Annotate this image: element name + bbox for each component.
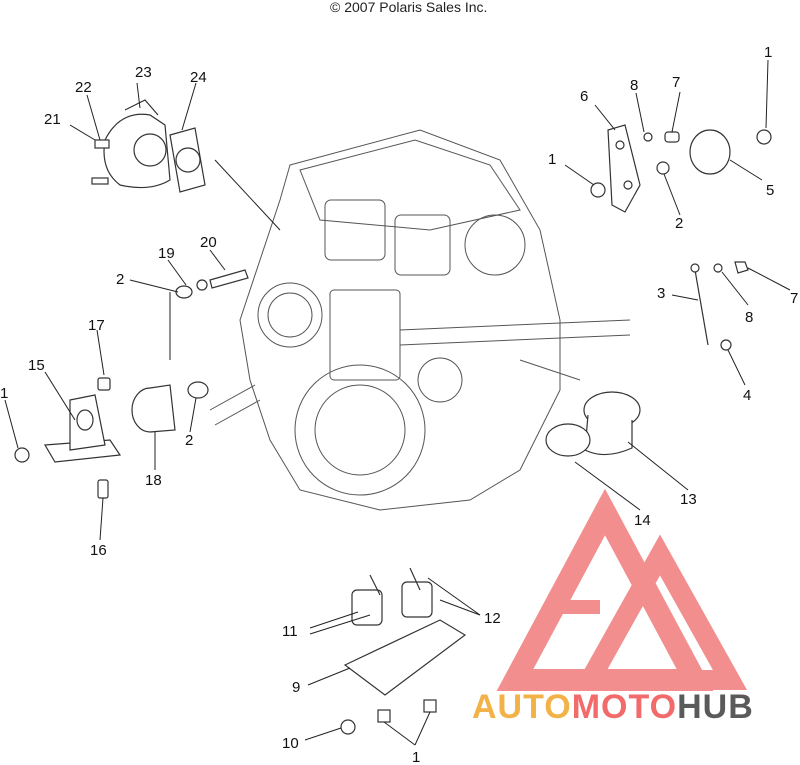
callout-10: 10 xyxy=(282,735,299,752)
callout-11: 11 xyxy=(282,623,298,640)
leader-lines xyxy=(4,59,791,746)
watermark-moto: MOTO xyxy=(572,688,677,726)
watermark-auto: AUTO xyxy=(472,688,572,726)
part-bracket-right xyxy=(590,124,772,213)
callout-2-right-bracket: 2 xyxy=(675,215,683,232)
watermark-hub: HUB xyxy=(677,688,754,726)
callout-22: 22 xyxy=(75,79,92,96)
part-mount-bottom xyxy=(340,567,467,735)
callout-1-top-right: 1 xyxy=(764,44,772,61)
callout-15: 15 xyxy=(28,357,45,374)
callout-1-left: 1 xyxy=(0,385,8,402)
callout-18: 18 xyxy=(145,472,162,489)
callout-24: 24 xyxy=(190,69,207,86)
callout-7-right: 7 xyxy=(790,290,798,307)
callout-17: 17 xyxy=(88,317,105,334)
callout-23: 23 xyxy=(135,64,152,81)
logo-inner-triangle-icon xyxy=(572,534,748,690)
logo-bar-icon xyxy=(560,600,600,614)
callout-21: 21 xyxy=(44,111,61,128)
callout-8-top: 8 xyxy=(630,77,638,94)
callout-12: 12 xyxy=(484,610,501,627)
callout-6: 6 xyxy=(580,88,588,105)
callout-labels: 23 24 22 21 1 6 8 7 1 5 2 3 7 8 4 20 19 … xyxy=(0,44,798,765)
part-boot-13 xyxy=(545,391,641,457)
callout-9: 9 xyxy=(292,679,300,696)
callout-1-bottom: 1 xyxy=(412,749,420,765)
callout-2-left-upper: 2 xyxy=(116,271,124,288)
part-mount-left xyxy=(14,377,122,499)
callout-1-right-bracket: 1 xyxy=(548,151,556,168)
callout-5: 5 xyxy=(766,182,774,199)
part-rubber-mount-18 xyxy=(131,269,249,433)
callout-8-right: 8 xyxy=(745,309,753,326)
callout-20: 20 xyxy=(200,234,217,251)
part-housing-upper-left xyxy=(91,99,206,193)
callout-4: 4 xyxy=(743,387,751,404)
callout-3: 3 xyxy=(657,285,665,302)
watermark-logo xyxy=(496,488,748,691)
callout-2-left-lower: 2 xyxy=(185,432,193,449)
callout-16: 16 xyxy=(90,542,107,559)
callout-19: 19 xyxy=(158,245,175,262)
callout-7-top: 7 xyxy=(672,74,680,91)
part-rod-right xyxy=(690,261,749,351)
copyright-text: © 2007 Polaris Sales Inc. xyxy=(330,0,487,15)
callout-14: 14 xyxy=(634,512,651,529)
engine-block xyxy=(209,129,631,511)
watermark-text: AUTOMOTOHUB xyxy=(472,688,754,726)
callout-13: 13 xyxy=(680,491,697,508)
